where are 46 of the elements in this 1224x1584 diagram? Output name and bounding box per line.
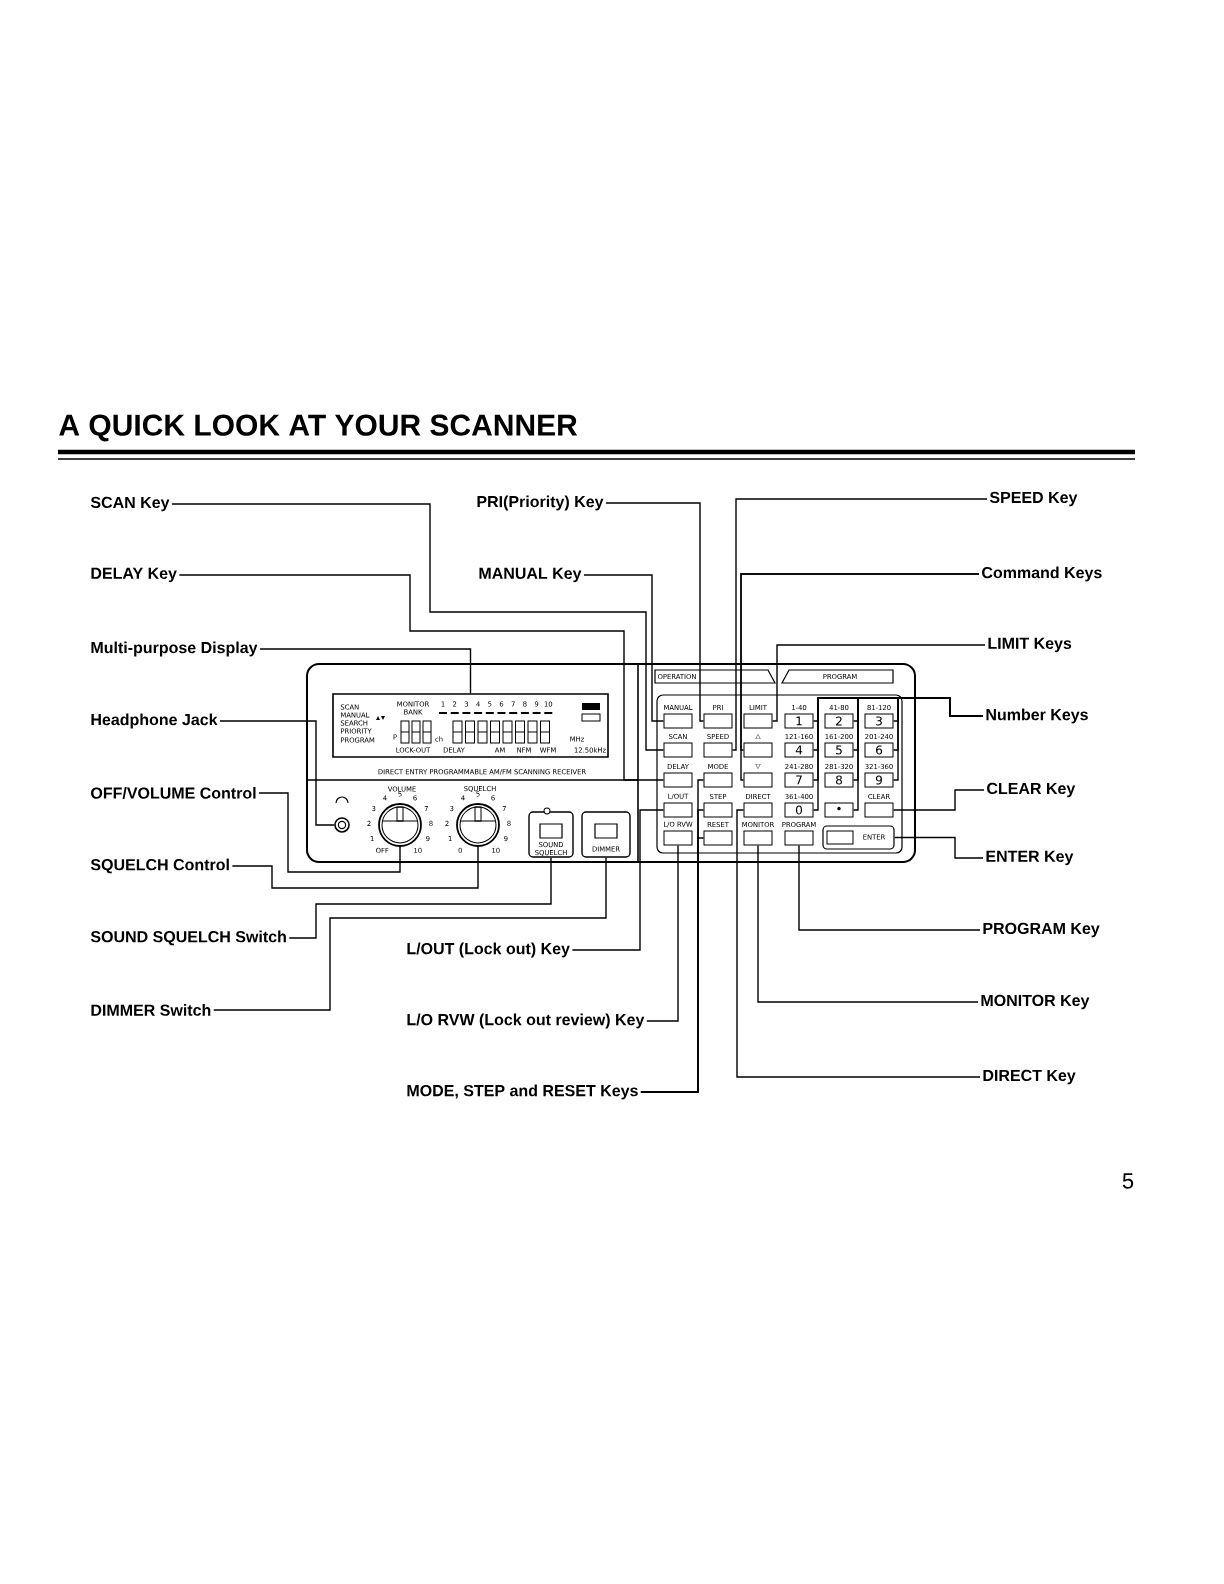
callout-label: Multi-purpose Display <box>91 641 258 657</box>
leader-line <box>605 502 705 722</box>
callout-label: SPEED Key <box>989 491 1078 507</box>
callout-label: L/O RVW (Lock out review) Key <box>407 1013 645 1029</box>
leader-line <box>646 844 679 1022</box>
leader-line <box>771 644 986 722</box>
leader-line <box>171 503 665 751</box>
callout-label: Headphone Jack <box>91 713 218 729</box>
leader-line <box>798 844 981 931</box>
callout-label: MODE, STEP and RESET Keys <box>407 1084 638 1100</box>
leader-line <box>736 809 981 1078</box>
leader-line <box>219 720 335 826</box>
page-number: 5 <box>1122 1173 1134 1189</box>
callout-label: LIMIT Keys <box>988 637 1072 653</box>
callout-label: CLEAR Key <box>987 782 1076 798</box>
leader-line <box>178 574 665 781</box>
leader-line <box>259 648 472 694</box>
leader-line <box>893 836 984 859</box>
callout-label: DIMMER Switch <box>91 1004 211 1016</box>
leader-line <box>731 498 988 751</box>
callout-label: SQUELCH Control <box>90 858 229 874</box>
callout-label: DIRECT Key <box>983 1069 1076 1085</box>
leader-line <box>892 789 985 811</box>
leader-line <box>583 574 665 722</box>
callout-label: L/OUT (Lock out) Key <box>407 942 570 958</box>
leader-line <box>213 857 607 1011</box>
callout-label: ENTER Key <box>986 850 1074 866</box>
leader-line <box>231 846 479 889</box>
callout-label: DELAY Key <box>91 567 177 583</box>
leader-line <box>852 697 984 811</box>
leader-line <box>258 792 401 873</box>
leader-line <box>757 844 979 1003</box>
leader-line <box>571 809 665 951</box>
callout-label: OFF/VOLUME Control <box>91 787 256 799</box>
callout-label: MONITOR Key <box>981 994 1090 1010</box>
callout-label: SOUND SQUELCH Switch <box>90 930 286 946</box>
callout-label: PRI(Priority) Key <box>477 495 604 511</box>
callout-label: Number Keys <box>986 708 1088 724</box>
callout-label: MANUAL Key <box>479 567 582 583</box>
key-button: • <box>824 802 854 818</box>
page-title: A QUICK LOOK AT YOUR SCANNER <box>59 414 578 442</box>
callout-label: PROGRAM Key <box>983 922 1100 938</box>
callout-label: SCAN Key <box>90 496 170 512</box>
leader-line <box>288 857 552 939</box>
headphone-jack <box>334 817 350 833</box>
callout-label: Command Keys <box>982 566 1102 582</box>
